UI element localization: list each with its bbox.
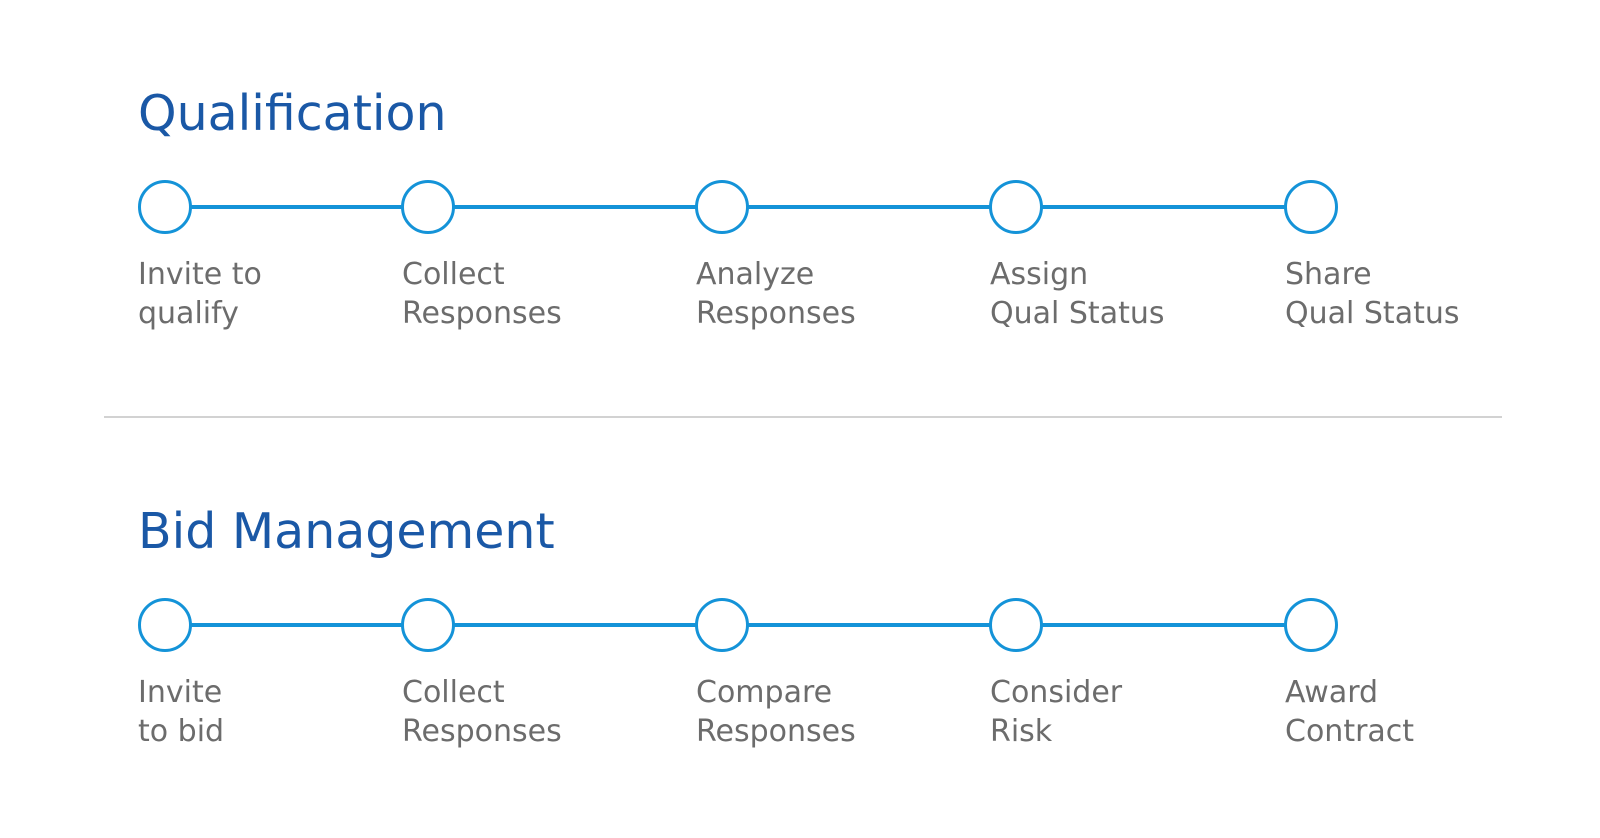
step-label-line: Award [1285, 675, 1379, 710]
step-label: Award Contract [1285, 673, 1414, 751]
step-label-line: Risk [990, 714, 1053, 749]
step-label-line: Responses [402, 714, 562, 749]
step-node [695, 598, 749, 652]
step-label-line: Share [1285, 257, 1372, 292]
step-label: Assign Qual Status [990, 255, 1164, 333]
step-node [401, 180, 455, 234]
step-label-line: qualify [138, 296, 239, 331]
step-node [401, 598, 455, 652]
step-node [1284, 598, 1338, 652]
step-label-line: Analyze [696, 257, 815, 292]
step-node [138, 598, 192, 652]
step-label-line: Invite to [138, 257, 262, 292]
step-label-line: Consider [990, 675, 1123, 710]
step-label-line: Compare [696, 675, 833, 710]
step-node [138, 180, 192, 234]
step-label: Invite to bid [138, 673, 224, 751]
step-label-line: Qual Status [990, 296, 1165, 331]
section-divider [104, 416, 1502, 418]
step-label: Analyze Responses [696, 255, 856, 333]
step-label: Share Qual Status [1285, 255, 1459, 333]
step-label-line: Responses [696, 714, 856, 749]
step-label-line: Assign [990, 257, 1089, 292]
step-label-line: Qual Status [1285, 296, 1460, 331]
step-label: Collect Responses [402, 255, 562, 333]
section-title: Bid Management [138, 503, 555, 560]
process-track: Invite to bid Collect Responses Compare … [0, 418, 1600, 838]
step-label-line: Collect [402, 675, 505, 710]
step-label: Invite to qualify [138, 255, 262, 333]
step-label-line: Responses [402, 296, 562, 331]
connector-line [165, 623, 1311, 627]
step-label-line: to bid [138, 714, 225, 749]
step-label-line: Contract [1285, 714, 1415, 749]
step-label-line: Invite [138, 675, 223, 710]
step-label-line: Responses [696, 296, 856, 331]
connector-line [165, 205, 1311, 209]
step-node [1284, 180, 1338, 234]
step-node [695, 180, 749, 234]
step-label-line: Collect [402, 257, 505, 292]
process-track: Invite to qualify Collect Responses Anal… [138, 180, 1459, 333]
section-title: Qualification [138, 85, 447, 142]
step-node [989, 598, 1043, 652]
step-node [989, 180, 1043, 234]
step-label: Consider Risk [990, 673, 1122, 751]
step-label: Collect Responses [402, 673, 562, 751]
step-label: Compare Responses [696, 673, 856, 751]
